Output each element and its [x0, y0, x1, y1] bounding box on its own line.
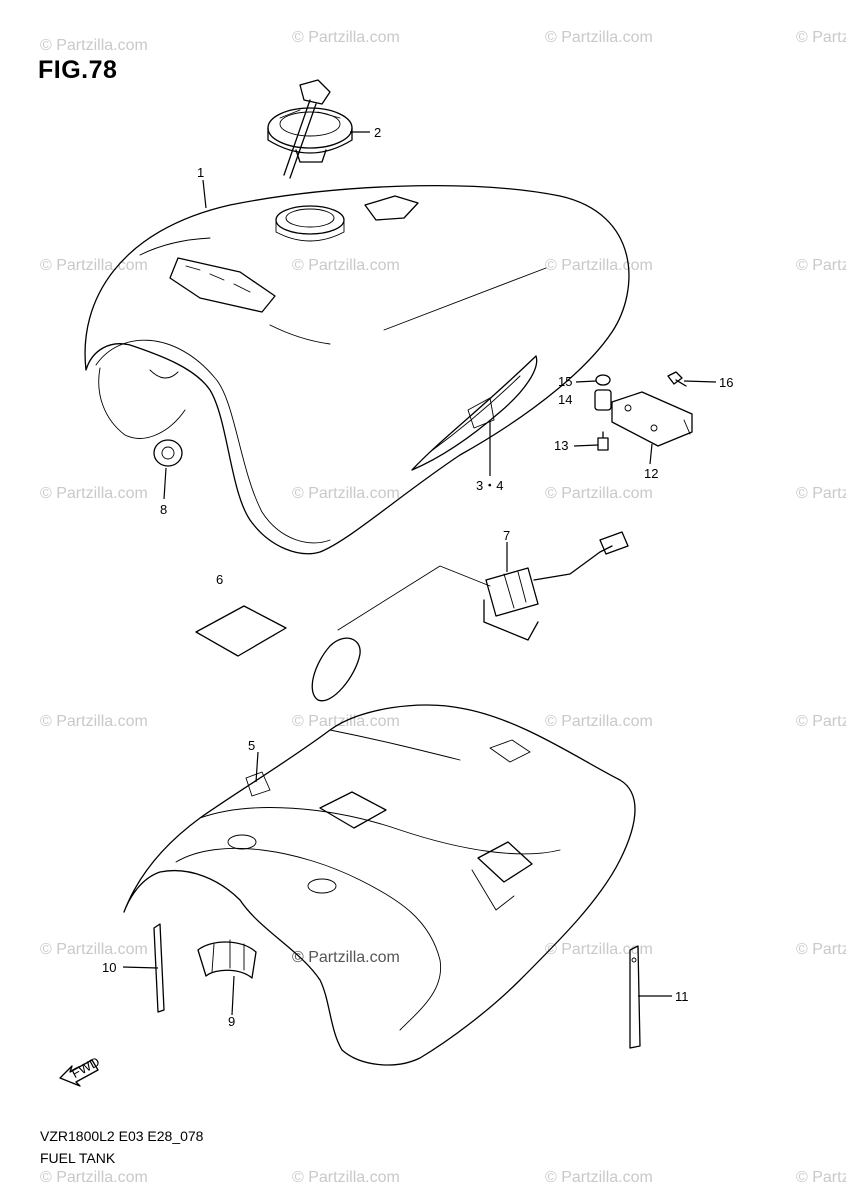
watermark-text: © Partzilla.com: [40, 941, 148, 958]
callout-2: 2: [374, 125, 381, 140]
callout-6: 6: [216, 572, 223, 587]
watermark-text: © Partzilla.com: [292, 713, 400, 730]
watermark-text: © Partzilla.com: [796, 257, 846, 274]
watermark-text: © Partzilla.com: [292, 1169, 400, 1186]
watermark-text: © Partzilla.com: [796, 29, 846, 46]
callout-11: 11: [675, 989, 689, 1004]
callout-3-4: 3・4: [476, 478, 503, 493]
clamp-band-part-10[interactable]: [153, 923, 165, 1013]
cushion-part-8[interactable]: [153, 439, 183, 467]
watermark-layer: © Partzilla.com © Partzilla.com © Partzi…: [40, 29, 846, 1186]
watermark-text: © Partzilla.com: [545, 941, 653, 958]
fuel-tank-part[interactable]: [84, 185, 630, 555]
cushion-part-14[interactable]: [594, 389, 612, 411]
watermark-text: © Partzilla.com: [40, 485, 148, 502]
watermark-text: © Partzilla.com: [40, 1169, 148, 1186]
watermark-text: © Partzilla.com: [292, 257, 400, 274]
fuel-level-gauge-part[interactable]: [311, 531, 629, 702]
callout-15: 15: [558, 374, 572, 389]
leader-lines: [122, 131, 717, 1016]
tank-emblem-part[interactable]: [411, 355, 538, 471]
callout-12: 12: [644, 466, 658, 481]
watermark-text: © Partzilla.com: [40, 37, 148, 54]
callout-7: 7: [503, 528, 510, 543]
bolt-part-16[interactable]: [667, 371, 687, 387]
figure-title: FIG.78: [38, 56, 118, 84]
section-name: FUEL TANK: [40, 1150, 116, 1166]
watermark-text: © Partzilla.com: [292, 949, 400, 966]
watermark-text: © Partzilla.com: [796, 941, 846, 958]
callout-8: 8: [160, 502, 167, 517]
watermark-text: © Partzilla.com: [796, 1169, 846, 1186]
callout-1: 1: [197, 165, 204, 180]
watermark-text: © Partzilla.com: [40, 713, 148, 730]
callout-labels: 1 2 3・4 5 6 7 8 9 10 11 12 13 14 15 16: [102, 125, 733, 1029]
callout-14: 14: [558, 392, 572, 407]
watermark-text: © Partzilla.com: [545, 1169, 653, 1186]
fuel-cap-part[interactable]: [267, 79, 353, 179]
watermark-text: © Partzilla.com: [545, 29, 653, 46]
bolt-part-13[interactable]: [597, 431, 609, 451]
watermark-text: © Partzilla.com: [292, 485, 400, 502]
watermark-text: © Partzilla.com: [545, 257, 653, 274]
watermark-text: © Partzilla.com: [40, 257, 148, 274]
tank-cover-part[interactable]: [123, 704, 636, 1066]
watermark-text: © Partzilla.com: [292, 29, 400, 46]
watermark-text: © Partzilla.com: [545, 713, 653, 730]
callout-13: 13: [554, 438, 568, 453]
watermark-text: © Partzilla.com: [796, 713, 846, 730]
watermark-text: © Partzilla.com: [545, 485, 653, 502]
callout-5: 5: [248, 738, 255, 753]
clamp-band-part-11[interactable]: [629, 945, 641, 1049]
label-sheet-part[interactable]: [195, 605, 287, 657]
callout-10: 10: [102, 960, 116, 975]
callout-16: 16: [719, 375, 733, 390]
watermark-text: © Partzilla.com: [796, 485, 846, 502]
callout-9: 9: [228, 1014, 235, 1029]
collar-part-15[interactable]: [595, 374, 611, 386]
bracket-part-12[interactable]: [611, 391, 693, 447]
fwd-arrow-icon: FWD: [59, 1054, 102, 1087]
model-code: VZR1800L2 E03 E28_078: [40, 1128, 204, 1144]
clamp-part-9[interactable]: [197, 939, 257, 979]
